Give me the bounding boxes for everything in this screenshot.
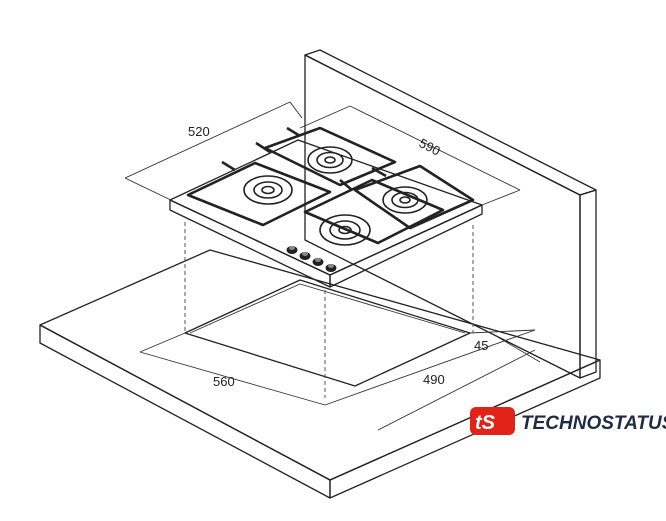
- hob-drawing: [169, 126, 483, 288]
- projection-lines: [184, 222, 474, 398]
- dimension-lines: [124, 101, 541, 431]
- dimension-wall-clearance: 45: [474, 338, 488, 353]
- brand-logo: tS TECHNOSTATUS: [470, 407, 666, 435]
- dimension-cutout-depth: 490: [423, 372, 445, 387]
- logo-letters: tS: [475, 412, 496, 434]
- burner-back-right: [307, 146, 353, 174]
- dimension-cutout-width: 560: [213, 374, 235, 389]
- cutout-opening: [184, 279, 471, 387]
- burner-back-left: [243, 175, 293, 205]
- dimension-hob-width: 590: [417, 135, 443, 158]
- back-wall: [304, 49, 597, 379]
- brand-name: TECHNOSTATUS: [521, 413, 666, 434]
- burner-front-right: [382, 186, 428, 214]
- control-knobs: [286, 246, 337, 272]
- logo-icon: tS: [470, 407, 515, 435]
- burner-front-left: [319, 214, 371, 246]
- countertop: [39, 249, 601, 499]
- dimension-hob-depth: 520: [188, 124, 210, 139]
